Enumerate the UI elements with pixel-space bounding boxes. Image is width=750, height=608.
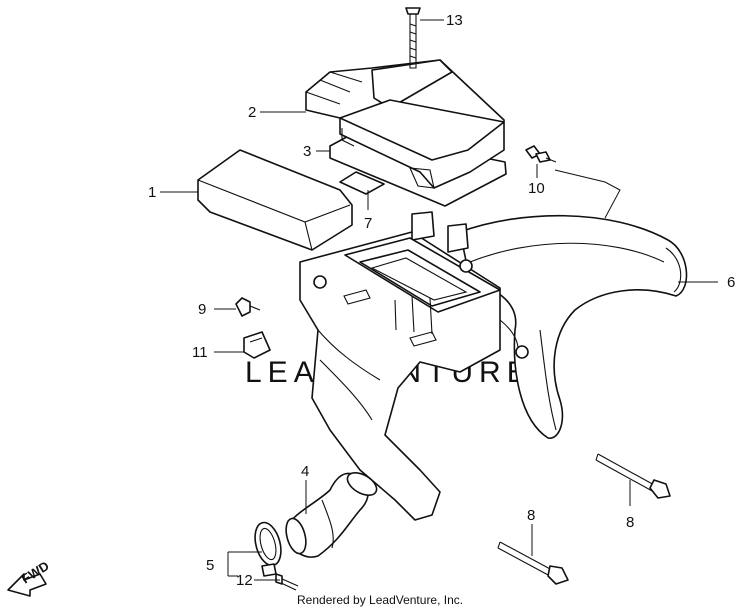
air-duct-part: [459, 214, 688, 439]
callout-5: 5: [206, 557, 214, 574]
cover-box-part: [305, 59, 505, 189]
callout-2: 2: [248, 104, 256, 121]
pad-part: [339, 171, 385, 195]
fwd-arrow-icon: [7, 573, 47, 597]
connecting-tube-part: [285, 472, 378, 558]
screw-part: [405, 7, 421, 69]
clip-part: [243, 331, 271, 359]
callout-3: 3: [303, 143, 311, 160]
air-filter-element-part: [197, 149, 353, 251]
bolt-part-8-lower: [497, 541, 569, 585]
callout-6: 6: [727, 274, 735, 291]
callout-9: 9: [198, 301, 206, 318]
bolt-part-8-upper: [595, 453, 671, 499]
callout-11: 11: [192, 344, 208, 361]
callout-1: 1: [148, 184, 156, 201]
footer-credit: Rendered by LeadVenture, Inc.: [297, 593, 463, 607]
bolt-part-10: [525, 145, 557, 163]
callout-8-upper: 8: [626, 514, 634, 531]
clamp-band-part: [254, 521, 282, 577]
leader-lines: [160, 19, 718, 581]
callout-13: 13: [446, 12, 463, 29]
callout-12: 12: [236, 572, 253, 589]
screw-part-12: [275, 573, 299, 591]
callout-4: 4: [301, 463, 309, 480]
air-cleaner-case-part: [299, 211, 529, 521]
callout-8-lower: 8: [527, 507, 535, 524]
bolt-part-9: [235, 297, 261, 317]
callout-10: 10: [528, 180, 545, 197]
callout-7: 7: [364, 215, 372, 232]
